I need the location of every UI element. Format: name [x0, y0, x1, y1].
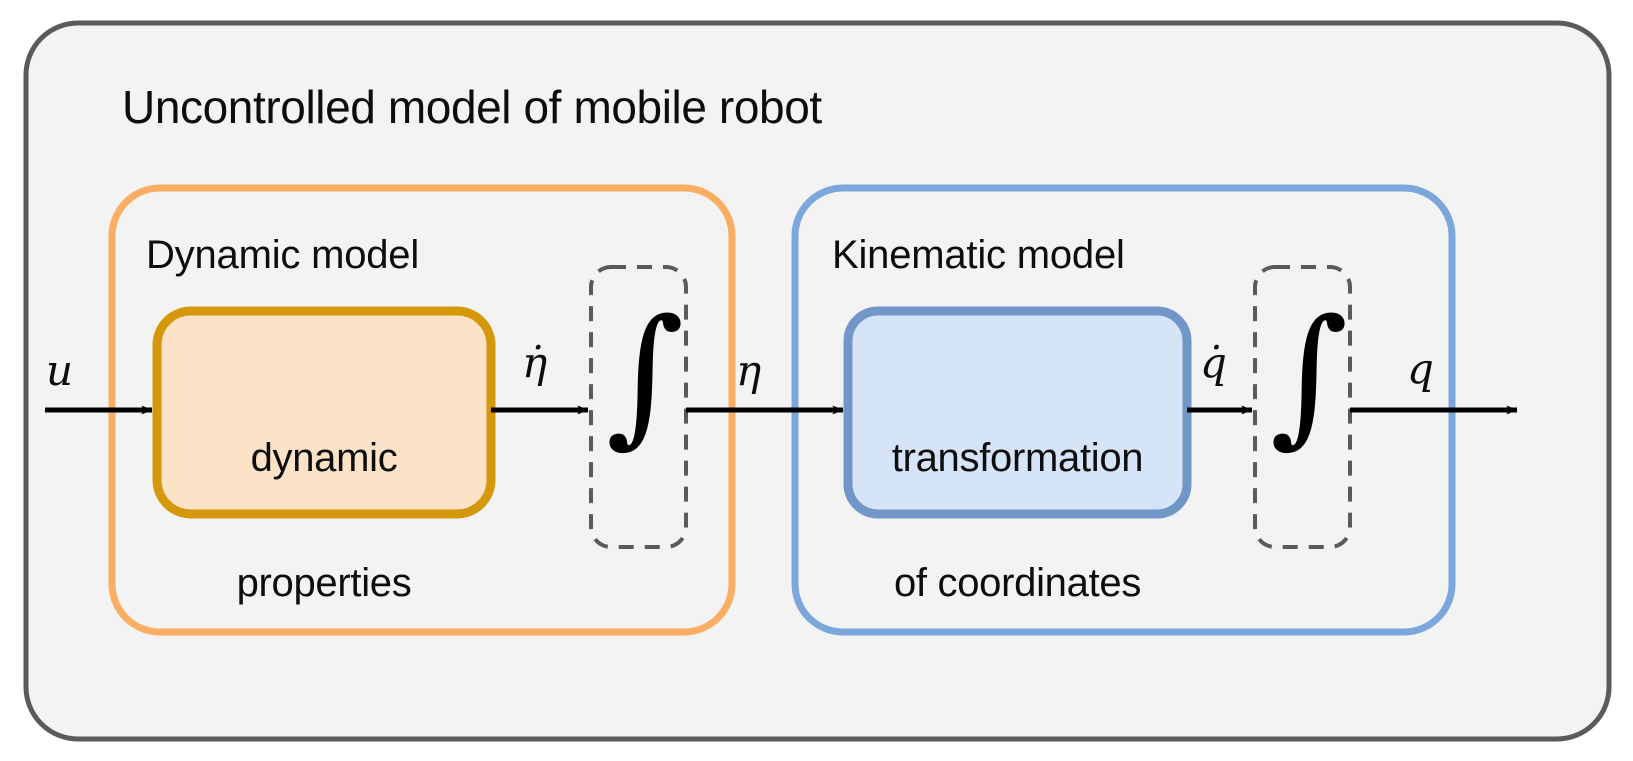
dynamic-properties-label: dynamic properties: [157, 355, 491, 688]
dynamic-properties-line-2: properties: [236, 560, 412, 605]
signal-label-u: u: [46, 346, 74, 395]
signal-label-eta: η: [736, 346, 762, 395]
transformation-line-2: of coordinates: [893, 560, 1142, 605]
integral-icon-eta: ∫: [606, 288, 685, 462]
signal-label-q-dot: q̇: [1200, 338, 1227, 387]
diagram-title: Uncontrolled model of mobile robot: [122, 81, 822, 133]
kinematic-model-group-label: Kinematic model: [832, 233, 1125, 277]
integral-icon-q: ∫: [1270, 288, 1349, 462]
transformation-line-1: transformation: [891, 436, 1144, 481]
dynamic-model-group-label: Dynamic model: [146, 233, 420, 277]
transformation-of-coordinates-label: transformation of coordinates: [843, 355, 1192, 688]
integrator-eta-box: [589, 265, 688, 549]
outer-container: [23, 20, 1612, 742]
signal-label-eta-dot: η̇: [522, 338, 548, 387]
signal-label-q: q: [1407, 344, 1434, 393]
dynamic-properties-line-1: dynamic: [250, 436, 398, 481]
integrator-q-box: [1253, 265, 1352, 549]
